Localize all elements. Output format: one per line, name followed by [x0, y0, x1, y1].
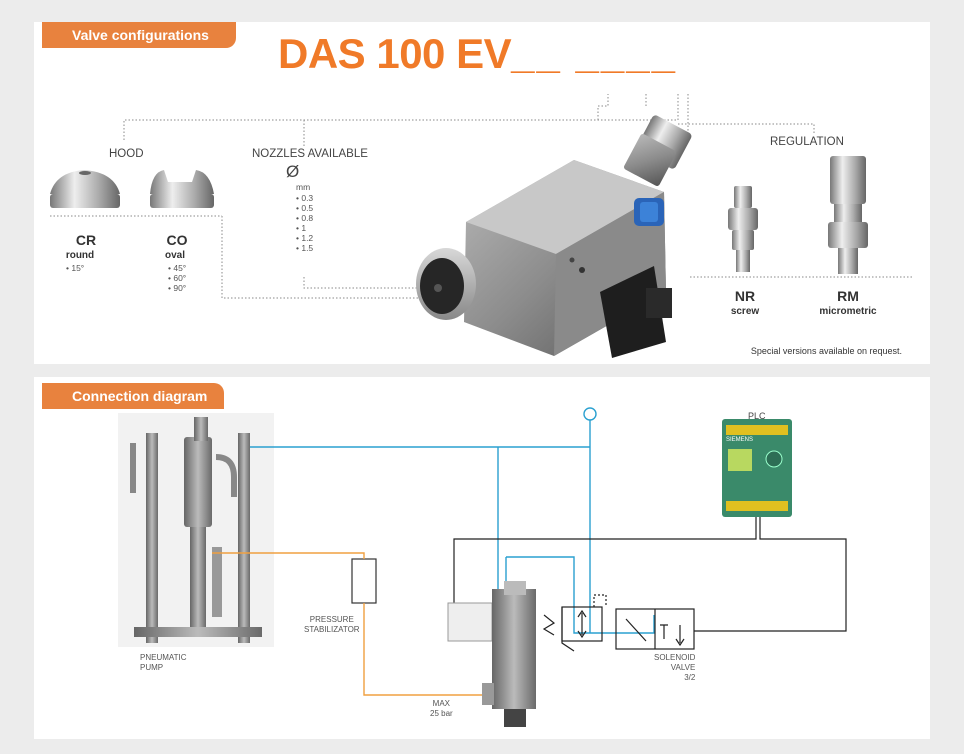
nozzle-size: • 0.8 — [296, 213, 314, 223]
regulation-label: REGULATION — [770, 136, 844, 148]
solenoid-valve-label-line: VALVE — [670, 663, 696, 672]
pneumatic-pump-label-line: PUMP — [140, 663, 164, 672]
regulation-nr-code: NR — [734, 288, 756, 304]
hood-cr-angle: • 15° — [66, 263, 85, 273]
nozzle-size-list: • 0.3 • 0.5 • 0.8 • 1 • 1.2 • 1.5 — [296, 193, 313, 253]
connection-diagram-panel: Connection diagram — [34, 377, 930, 739]
solenoid-valve-label-line: SOLENOID — [654, 653, 696, 662]
special-versions-note: Special versions available on request. — [750, 346, 902, 356]
diameter-unit: mm — [296, 182, 311, 192]
nozzle-size: • 0.5 — [296, 203, 314, 213]
max-pressure-label-line: MAX — [432, 699, 451, 708]
solenoid-valve-symbol — [615, 608, 695, 650]
regulation-rm-code: RM — [837, 288, 859, 304]
electric-line — [453, 517, 847, 632]
hood-co-name: oval — [164, 250, 185, 261]
hood-co-angle: • 45° — [168, 263, 187, 273]
max-pressure-label-line: 25 bar — [430, 709, 453, 718]
model-title: DAS 100 EV__ ____ — [278, 30, 677, 77]
hood-co-angle: • 60° — [168, 273, 187, 283]
regulation-rm-name: micrometric — [819, 306, 877, 317]
nozzle-size: • 1.5 — [296, 243, 314, 253]
nozzle-size: • 0.3 — [296, 193, 314, 203]
hood-co-angle: • 90° — [168, 283, 187, 293]
nr-screw-image — [728, 186, 758, 272]
pneumatic-pump-label: PNEUMATIC PUMP — [140, 653, 187, 673]
plc-label: PLC — [748, 411, 766, 421]
valve-configurations-panel: Valve configurations DAS 100 EV__ ____ H… — [34, 22, 930, 364]
nozzle-size: • 1.2 — [296, 233, 314, 243]
nozzles-label: NOZZLES AVAILABLE — [252, 148, 368, 160]
solenoid-valve-label: SOLENOID VALVE 3/2 — [654, 653, 695, 683]
co-hood-image — [150, 170, 214, 208]
plc-device-image — [722, 419, 792, 517]
regulation-images — [728, 156, 868, 274]
regulation-nr-name: screw — [730, 306, 760, 317]
valve-configurations-tab[interactable]: Valve configurations — [42, 22, 236, 48]
hood-co-angles: • 45° • 60° • 90° — [168, 263, 186, 293]
hood-cr-code: CR — [75, 232, 97, 248]
hood-images — [50, 170, 214, 208]
hood-co-code: CO — [166, 232, 188, 248]
hood-label: HOOD — [109, 148, 144, 160]
pressure-stabilizator-label-line: PRESSURE — [309, 615, 354, 624]
hood-cr-name: round — [65, 250, 95, 261]
cr-hood-image — [50, 170, 120, 208]
nozzle-size: • 1 — [296, 223, 307, 233]
pneumatic-pump-image — [118, 413, 274, 647]
air-line — [250, 407, 655, 634]
pressure-stabilizator-label: PRESSURE STABILIZATOR — [304, 615, 360, 635]
pressure-stabilizator-box — [351, 558, 377, 604]
connection-diagram-tab[interactable]: Connection diagram — [42, 383, 224, 409]
plc-brand: SIEMENS — [726, 437, 754, 443]
regulator-symbol — [542, 594, 607, 652]
dispensing-valve-image — [447, 581, 536, 727]
rm-micrometric-image — [828, 156, 868, 274]
pneumatic-pump-label-line: PNEUMATIC — [140, 653, 187, 662]
connection-schematic — [118, 407, 847, 727]
pressure-stabilizator-label-line: STABILIZATOR — [304, 625, 360, 634]
solenoid-valve-label-line: 3/2 — [684, 673, 696, 682]
diameter-symbol: Ø — [286, 162, 300, 181]
max-pressure-label: MAX 25 bar — [430, 699, 453, 719]
das100-valve-image — [416, 115, 692, 358]
